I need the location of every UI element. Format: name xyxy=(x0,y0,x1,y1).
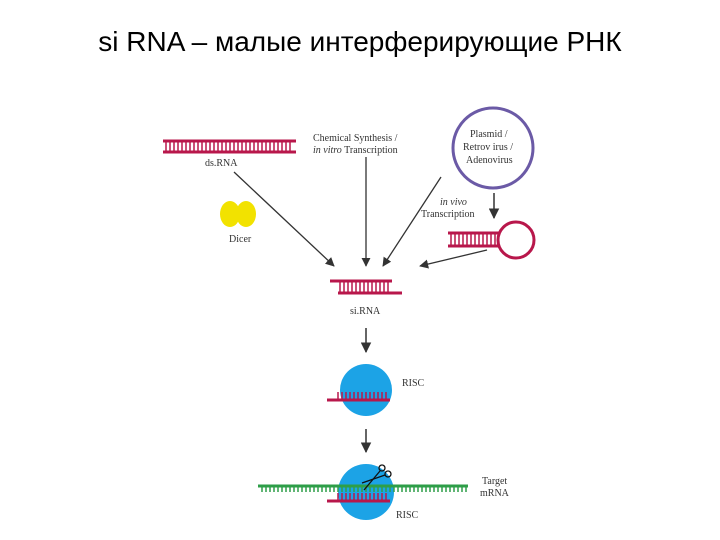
transcription-label: Transcription xyxy=(421,209,475,220)
plasmid-label: Plasmid / xyxy=(470,129,508,140)
mrna-label: mRNA xyxy=(480,488,510,499)
in-vitro-transcription-label: in vitro Transcription xyxy=(313,145,398,156)
adenovirus-label: Adenovirus xyxy=(466,155,513,166)
scissors-icon xyxy=(361,464,392,491)
in-vivo-label: in vivo xyxy=(440,197,467,208)
risc-complex xyxy=(340,364,392,416)
target-mrna xyxy=(258,484,468,492)
chemical-synthesis-label: Chemical Synthesis / xyxy=(313,133,398,144)
bound-guide-strand xyxy=(327,493,390,503)
retrovirus-label: Retrov irus / xyxy=(463,142,513,153)
risc-guide-strand xyxy=(327,392,390,402)
risc-label: RISC xyxy=(402,378,425,389)
dicer-enzyme xyxy=(220,201,256,227)
dsrna-duplex xyxy=(163,139,296,154)
sirna-duplex xyxy=(330,279,402,295)
arrow-plasmid-to-sirna xyxy=(382,176,442,267)
dicer-label: Dicer xyxy=(229,234,252,245)
slide-title: si RNA – малые интерферирующие РНК xyxy=(98,26,622,57)
shrna-hairpin xyxy=(448,220,536,260)
target-label: Target xyxy=(482,476,507,487)
dsrna-label: ds.RNA xyxy=(205,158,238,169)
arrow-hairpin-to-sirna xyxy=(419,249,488,269)
plasmid-circle xyxy=(451,106,535,190)
sirna-label: si.RNA xyxy=(350,306,381,317)
arrow-dsrna-to-sirna xyxy=(233,171,335,267)
risc-label-bound: RISC xyxy=(396,510,419,521)
